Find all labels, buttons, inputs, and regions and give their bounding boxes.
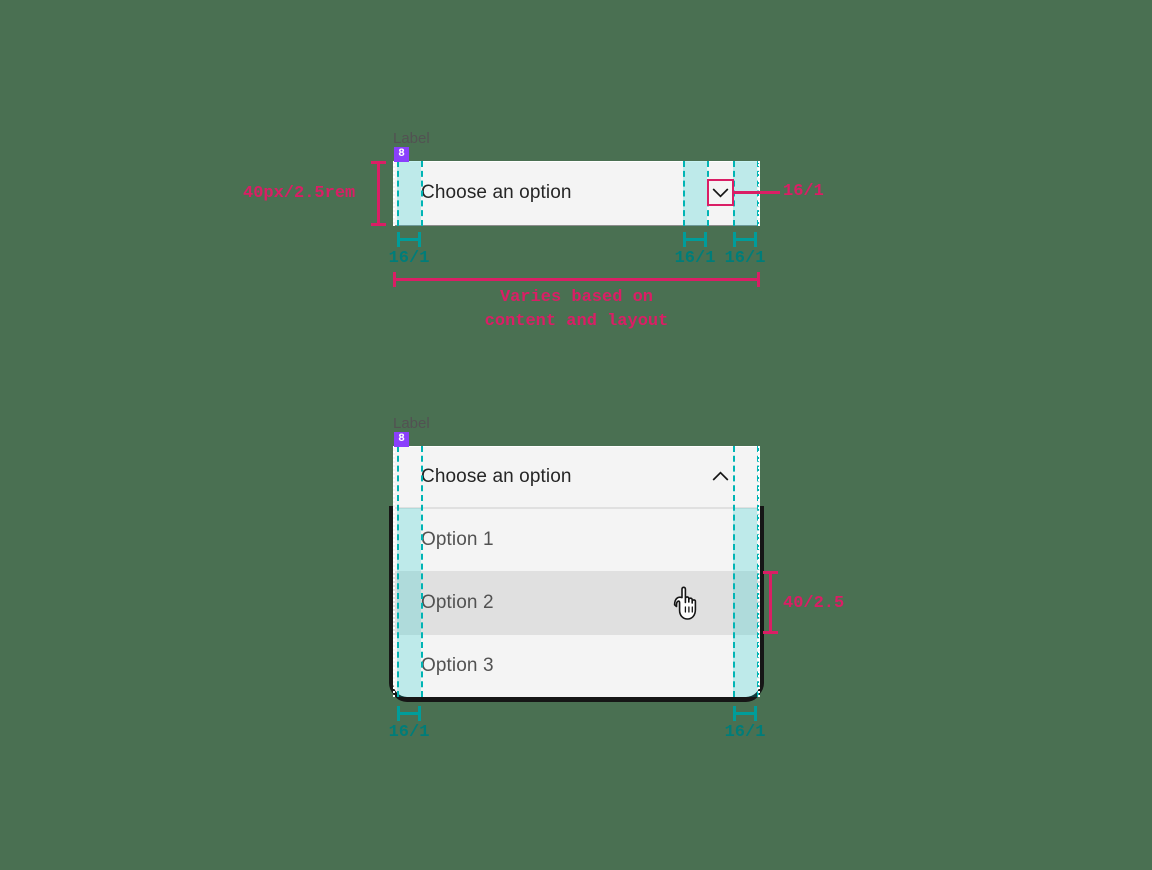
dropdown-field-closed[interactable]: Choose an option bbox=[393, 161, 760, 226]
dropdown-selected-text: Choose an option bbox=[421, 182, 572, 203]
open-spacing-badge-8: 8 bbox=[394, 432, 409, 447]
width-note-line1: Varies based on bbox=[499, 288, 654, 307]
open-field-label: Label bbox=[393, 415, 430, 432]
chevron-up-icon[interactable] bbox=[709, 465, 732, 488]
dropdown-menu-list[interactable]: Option 1 Option 2 Option 3 bbox=[393, 508, 760, 697]
dropdown-field-open[interactable]: Choose an option bbox=[393, 446, 760, 508]
open-guide-right-start bbox=[733, 446, 735, 697]
pointer-hand-cursor bbox=[672, 585, 704, 621]
open-left-padding-label: 16/1 bbox=[388, 723, 430, 742]
component-boundary-outline bbox=[393, 161, 760, 226]
option-height-annotation: 40/2.5 bbox=[783, 594, 845, 613]
chevron-down-icon[interactable] bbox=[709, 181, 732, 204]
open-right-padding-label: 16/1 bbox=[724, 723, 766, 742]
dropdown-selected-text-open: Choose an option bbox=[421, 465, 572, 487]
right-padding-label: 16/1 bbox=[724, 249, 766, 268]
icon-size-annotation: 16/1 bbox=[783, 182, 824, 201]
list-item-label: Option 3 bbox=[421, 655, 494, 676]
guide-left-pad-end bbox=[421, 161, 423, 226]
list-item[interactable]: Option 3 bbox=[393, 634, 760, 697]
icon-gap-label: 16/1 bbox=[674, 249, 716, 268]
list-item-label: Option 1 bbox=[421, 529, 494, 550]
open-field-top-rule bbox=[393, 446, 760, 447]
spacing-badge-8: 8 bbox=[394, 147, 409, 162]
left-padding-highlight bbox=[397, 161, 421, 226]
left-padding-label: 16/1 bbox=[388, 249, 430, 268]
guide-left-pad-start bbox=[397, 161, 399, 226]
open-guide-left-start bbox=[397, 446, 399, 697]
icon-size-leader-line bbox=[734, 191, 780, 194]
guide-icon-gap-start bbox=[683, 161, 685, 226]
list-item[interactable]: Option 2 bbox=[393, 571, 760, 634]
chevron-down-icon-box bbox=[707, 179, 734, 206]
field-height-annotation: 40px/2.5rem bbox=[243, 184, 356, 203]
list-item-label: Option 2 bbox=[421, 592, 494, 613]
open-component-boundary-outline bbox=[393, 446, 760, 697]
field-label: Label bbox=[393, 130, 430, 147]
list-item[interactable]: Option 1 bbox=[393, 508, 760, 571]
width-note-line2: content and layout bbox=[484, 312, 669, 331]
open-guide-left-end bbox=[421, 446, 423, 697]
icon-gap-highlight bbox=[683, 161, 707, 226]
field-top-rule bbox=[393, 161, 760, 162]
